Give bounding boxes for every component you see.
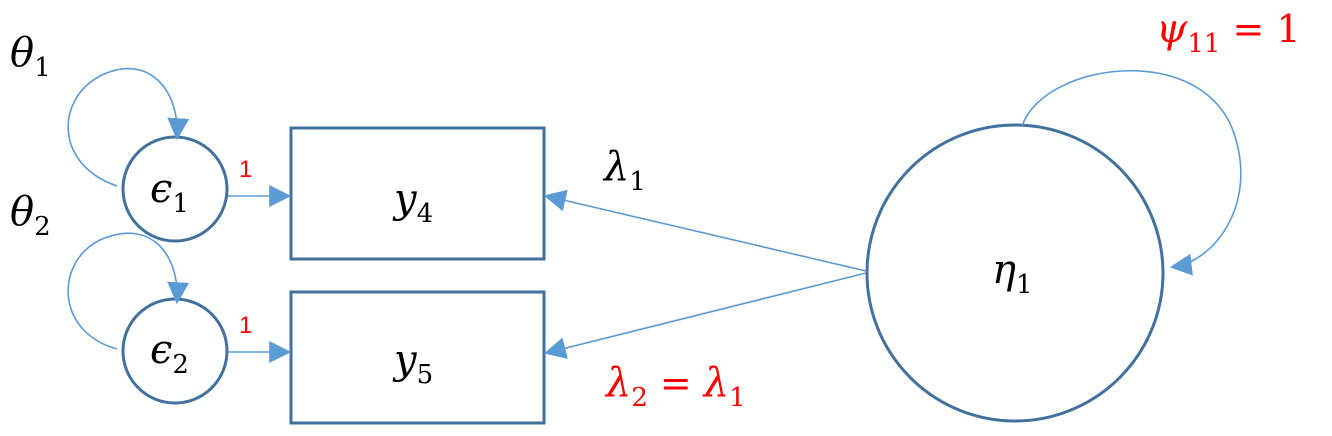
- theta2-label: θ2: [10, 189, 51, 242]
- eta1-to-y5-arrow: [543, 272, 867, 359]
- lambda2-constraint-label: λ2=λ1: [604, 360, 746, 413]
- eta1-circle: [865, 123, 1165, 423]
- theta1-variance-loop: [67, 67, 190, 187]
- psi11-constraint-label: ψ11=1: [1156, 6, 1301, 59]
- e1-loading-label: 1: [239, 156, 252, 183]
- eta1-to-y4-arrow: [543, 189, 867, 272]
- e2-loading-label: 1: [239, 312, 252, 339]
- e1-label: ϵ1: [150, 166, 189, 219]
- e2-label: ϵ2: [150, 327, 189, 380]
- theta1-label: θ1: [10, 30, 51, 83]
- lambda1-label: λ1: [602, 144, 646, 197]
- y4-label: y4: [392, 176, 433, 229]
- psi11-variance-loop: [1021, 70, 1242, 276]
- y5-box: [289, 290, 546, 425]
- theta2-variance-loop: [67, 232, 190, 350]
- y4-box: [289, 126, 546, 261]
- y5-label: y5: [392, 337, 433, 390]
- eta1-label: η1: [992, 247, 1033, 300]
